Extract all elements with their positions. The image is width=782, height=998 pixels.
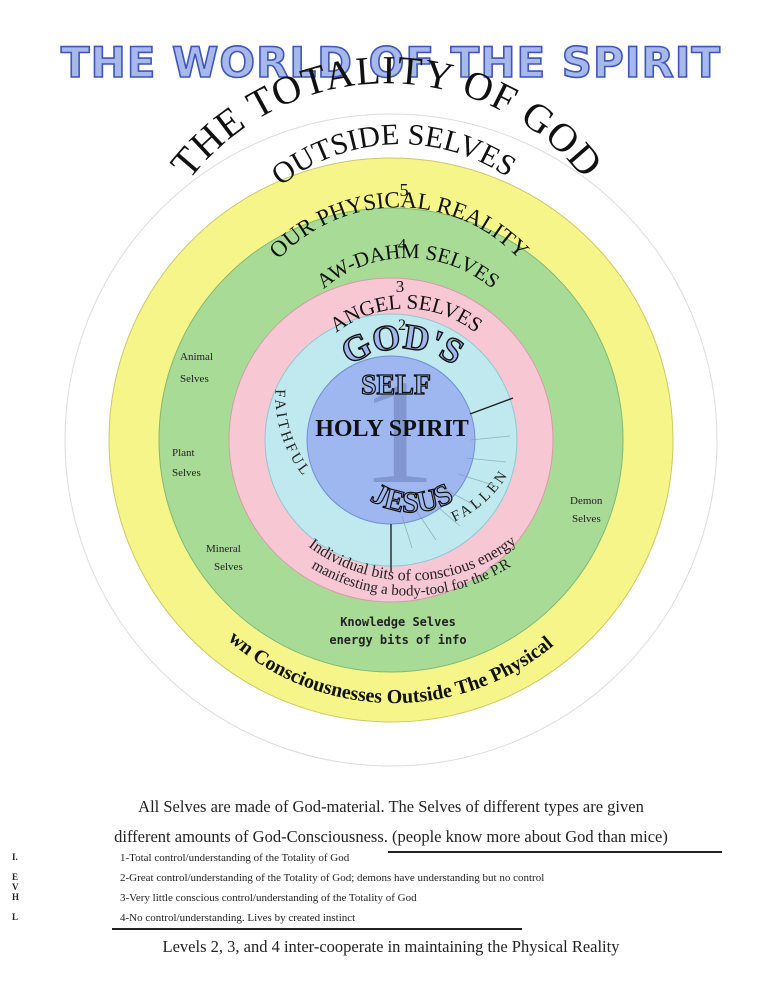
level-mark: H: [12, 892, 20, 902]
level-row-4: L 4-No control/understanding. Lives by c…: [8, 910, 768, 930]
level-text: 2-Great control/understanding of the Tot…: [120, 872, 545, 884]
knowledge-selves-line2: energy bits of info: [329, 633, 466, 647]
core-numeral: 1: [361, 349, 436, 515]
aw-dahm-selves-number: 3: [396, 277, 405, 296]
outside-selves-number: 5: [400, 180, 409, 200]
level-mark: E: [12, 872, 19, 882]
level-row-3: H 3-Very little conscious control/unders…: [8, 890, 768, 910]
level-mark: I.: [12, 852, 18, 862]
level-row-1: I. 1-Total control/understanding of the …: [8, 850, 768, 870]
caption-rule: [388, 851, 722, 853]
level-row-2: E 2-Great control/understanding of the T…: [8, 870, 768, 890]
plant-selves-label: Plant Selves: [172, 447, 201, 479]
levels-rule: [112, 928, 522, 930]
level-side-mark-row: V: [8, 880, 768, 892]
level-side-mark: V: [12, 882, 19, 892]
animal-selves-label: Animal Selves: [180, 351, 216, 385]
level-text: 3-Very little conscious control/understa…: [120, 892, 417, 904]
level-text: 1-Total control/understanding of the Tot…: [120, 852, 350, 864]
level-mark: L: [12, 912, 19, 922]
mineral-selves-label: Mineral Selves: [206, 543, 244, 573]
self-label: SELF: [361, 370, 431, 401]
caption-line2: different amounts of God-Consciousness. …: [114, 827, 668, 846]
divider-line-upper: [469, 397, 514, 415]
footer-note: Levels 2, 3, and 4 inter-cooperate in ma…: [162, 937, 620, 956]
angel-selves-number: 2: [398, 317, 406, 334]
physical-reality-number: 4: [398, 235, 407, 254]
page-title: THE WORLD OF THE SPIRIT: [60, 37, 722, 88]
demon-selves-label: Demon Selves: [570, 495, 605, 525]
caption: All Selves are made of God-material. The…: [0, 792, 782, 852]
knowledge-selves-line1: Knowledge Selves: [340, 615, 456, 629]
holy-spirit-label: HOLY SPIRIT: [315, 416, 469, 442]
caption-line1: All Selves are made of God-material. The…: [138, 797, 644, 816]
fallen-hatching: [401, 435, 511, 549]
level-text: 4-No control/understanding. Lives by cre…: [120, 912, 356, 924]
